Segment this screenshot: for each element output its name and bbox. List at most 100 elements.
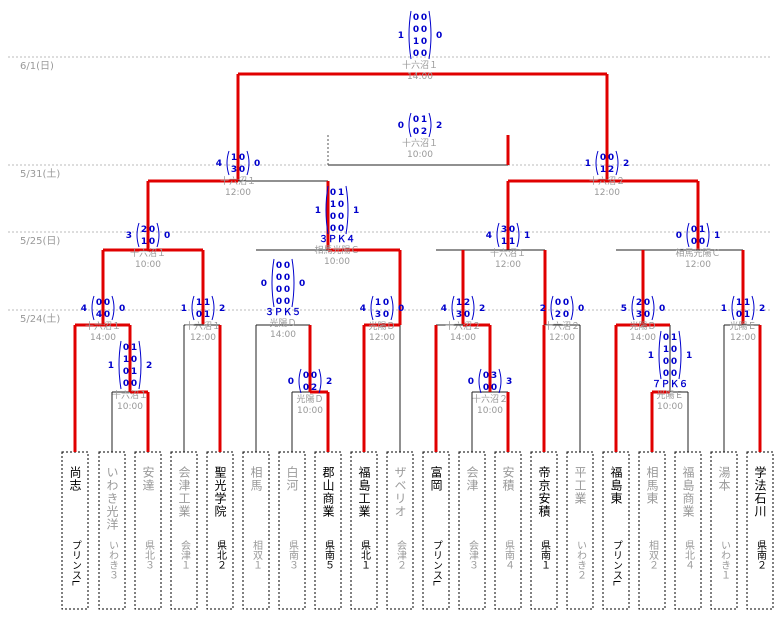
score-bracket-right <box>345 185 349 235</box>
match-venue: 十六沼２ <box>472 393 508 405</box>
team-league: 県北１ <box>359 540 371 570</box>
score-bracket-left <box>451 295 455 321</box>
half-score: 0 <box>284 273 290 283</box>
score-bracket-left <box>136 222 140 248</box>
half-score: 0 <box>284 297 290 307</box>
score-right: 1 <box>686 351 692 361</box>
score-left: 4 <box>441 304 447 314</box>
match-time: 10:00 <box>117 402 143 412</box>
half-score: 0 <box>311 371 317 381</box>
team-league: プリンスL <box>611 540 622 586</box>
match-venue: 十六沼１ <box>112 389 148 401</box>
score-bracket-left <box>370 295 374 321</box>
match-venue: 十六沼１ <box>85 320 121 332</box>
half-score: 0 <box>276 285 282 295</box>
match-time: 14:00 <box>630 333 656 343</box>
team-league: 県南２ <box>755 540 767 570</box>
match-venue: 十六沼２ <box>445 320 481 332</box>
team-name: 相馬 <box>249 466 263 492</box>
score-left: 1 <box>108 361 114 371</box>
team-league: プリンスL <box>70 540 81 586</box>
score-bracket-right <box>428 112 432 138</box>
score-bracket-left <box>271 258 275 308</box>
team-box <box>350 451 378 610</box>
half-score: 1 <box>456 298 462 308</box>
team-name: 相馬東 <box>645 466 659 505</box>
match-time: 10:00 <box>324 257 350 267</box>
score-bracket-right <box>318 368 322 394</box>
half-score: 1 <box>736 298 742 308</box>
half-score: 1 <box>375 298 381 308</box>
score-bracket-left <box>731 295 735 321</box>
half-score: 1 <box>204 298 210 308</box>
half-score: 0 <box>600 153 606 163</box>
team-name: 聖光学院 <box>213 466 227 518</box>
match-venue: 十六沼１ <box>402 59 438 71</box>
match-time: 10:00 <box>477 406 503 416</box>
half-score: 0 <box>483 371 489 381</box>
team-league: いわき１ <box>719 540 731 580</box>
score-bracket-right <box>211 295 215 321</box>
match-time: 10:00 <box>135 260 161 270</box>
match-venue: 十六沼１ <box>402 137 438 149</box>
match-time: 10:00 <box>657 402 683 412</box>
half-score: 3 <box>491 371 497 381</box>
half-score: 1 <box>141 237 147 247</box>
score-right: 0 <box>119 304 125 314</box>
match-time: 12:00 <box>495 260 521 270</box>
team-name: ザベリオ <box>393 466 407 518</box>
half-score: 0 <box>330 188 336 198</box>
half-score: 1 <box>413 37 419 47</box>
half-score: 0 <box>644 310 650 320</box>
half-score: 1 <box>330 200 336 210</box>
score-bracket-right <box>615 150 619 176</box>
half-score: 0 <box>276 273 282 283</box>
team-box <box>674 451 702 610</box>
half-score: 0 <box>421 13 427 23</box>
match-time: 14:00 <box>450 333 476 343</box>
team-name: 福島東 <box>609 465 623 505</box>
score-right: 1 <box>353 206 359 216</box>
match-time: 14:00 <box>90 333 116 343</box>
score-bracket-right <box>138 340 142 390</box>
half-score: 0 <box>303 383 309 393</box>
score-bracket-left <box>191 295 195 321</box>
half-score: 0 <box>413 13 419 23</box>
score-left: 5 <box>621 304 627 314</box>
half-score: 2 <box>555 310 561 320</box>
team-box <box>602 451 630 610</box>
half-score: 1 <box>131 343 137 353</box>
half-score: 2 <box>464 298 470 308</box>
match-venue: 光陽Ｄ <box>296 393 323 405</box>
score-left: 0 <box>261 279 267 289</box>
team-league: 県北３ <box>143 540 155 570</box>
score-bracket-right <box>570 295 574 321</box>
score-right: 2 <box>436 121 442 131</box>
date-label: 5/25(日) <box>20 236 60 247</box>
half-score: 0 <box>239 165 245 175</box>
team-league: 県南５ <box>323 540 335 570</box>
team-box <box>494 451 522 610</box>
half-score: 0 <box>663 369 669 379</box>
score-left: 0 <box>398 121 404 131</box>
score-right: 2 <box>146 361 152 371</box>
score-left: 1 <box>648 351 654 361</box>
score-right: 2 <box>623 159 629 169</box>
half-score: 0 <box>196 310 202 320</box>
half-score: 0 <box>284 285 290 295</box>
score-right: 0 <box>578 304 584 314</box>
half-score: 0 <box>383 310 389 320</box>
half-score: 2 <box>608 165 614 175</box>
half-score: 1 <box>699 225 705 235</box>
team-name: 会津 <box>465 466 479 492</box>
match-time: 14:00 <box>407 72 433 82</box>
match-time: 10:00 <box>297 406 323 416</box>
half-score: 3 <box>501 225 507 235</box>
match-venue: 十六沼１ <box>490 247 526 259</box>
half-score: 0 <box>563 310 569 320</box>
half-score: 0 <box>96 298 102 308</box>
team-box <box>422 451 450 610</box>
score-right: 1 <box>714 231 720 241</box>
half-score: 0 <box>413 115 419 125</box>
team-name: 尚志 <box>68 466 82 492</box>
